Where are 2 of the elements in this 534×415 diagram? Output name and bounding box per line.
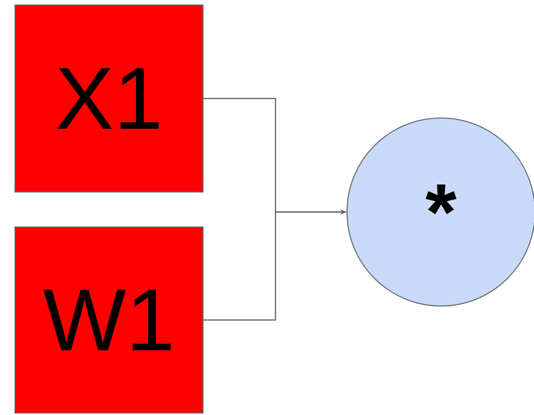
input-box: X1 <box>14 4 204 192</box>
input-box: W1 <box>14 226 204 414</box>
